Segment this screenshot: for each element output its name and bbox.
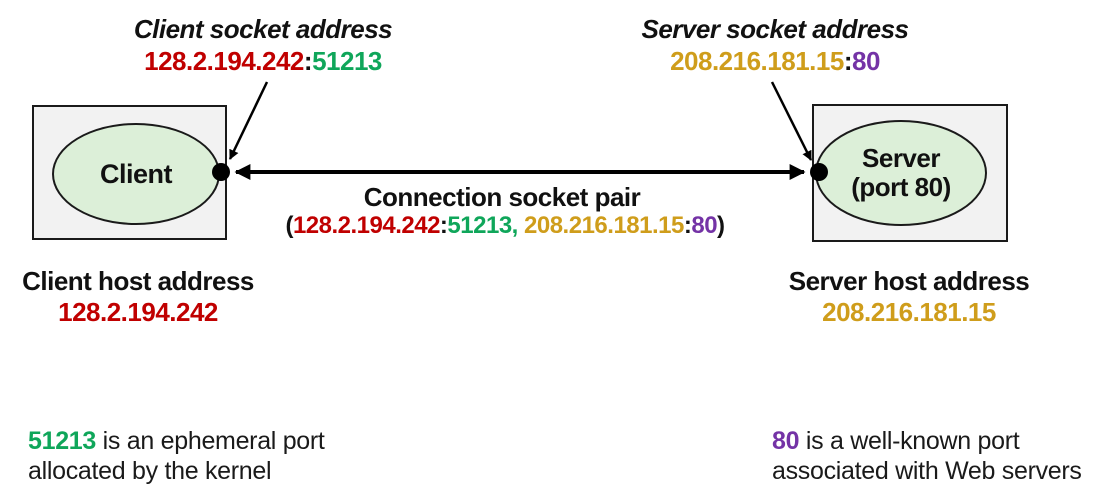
server-port-note: 80 is a well-known port associated with …: [772, 426, 1102, 486]
server-socket-address-label: Server socket address: [641, 14, 909, 44]
server-socket-colon: :: [843, 46, 853, 76]
client-socket-address-value: 128.2.194.242:51213: [103, 46, 423, 77]
client-port-note-line2: allocated by the kernel: [28, 457, 272, 485]
server-socket-address-value: 208.216.181.15:80: [615, 46, 935, 77]
connection-title: Connection socket pair: [363, 182, 641, 212]
pair-client-port: 51213: [447, 212, 512, 239]
client-port-note-rest: is an ephemeral port: [96, 427, 325, 455]
server-host-address-label: Server host address: [788, 266, 1030, 296]
pair-close-paren: ): [717, 212, 725, 239]
pair-open-paren: (: [285, 212, 293, 239]
server-socket-ip: 208.216.181.15: [670, 46, 844, 76]
client-host-address-value: 128.2.194.242: [58, 297, 218, 327]
client-port-note: 51213 is an ephemeral port allocated by …: [28, 426, 368, 486]
pair-colon2: :: [683, 212, 692, 239]
server-port-note-line1: 80 is a well-known port: [772, 426, 1102, 456]
connection-socket-pair: (128.2.194.242:51213, 208.216.181.15:80): [205, 212, 805, 240]
pair-client-ip: 128.2.194.242: [292, 212, 440, 239]
pair-server-port: 80: [691, 212, 718, 239]
pair-server-ip: 208.216.181.15: [524, 212, 684, 239]
client-socket-port: 51213: [312, 46, 382, 76]
client-port-note-port: 51213: [28, 427, 97, 455]
client-process-ellipse: Client: [52, 123, 220, 225]
client-socket-address-label: Client socket address: [133, 14, 393, 44]
client-socket-pointer-arrow: [228, 81, 269, 160]
client-host-address-label: Client host address: [22, 266, 254, 296]
client-socket-colon: :: [303, 46, 313, 76]
server-process-ellipse: Server (port 80): [815, 120, 987, 226]
server-port-note-port: 80: [772, 427, 800, 455]
pair-comma: ,: [511, 212, 525, 239]
pair-colon1: :: [439, 212, 448, 239]
server-socket-port: 80: [851, 46, 880, 76]
server-socket-pointer-arrow: [770, 81, 813, 161]
server-host-address-value: 208.216.181.15: [822, 297, 996, 327]
server-port-note-rest: is a well-known port: [799, 427, 1020, 455]
client-node-label: Client: [99, 158, 173, 189]
server-node-label-line2: (port 80): [851, 172, 951, 202]
client-port-note-line1: 51213 is an ephemeral port: [28, 426, 368, 456]
server-port-note-line2: associated with Web servers: [772, 457, 1082, 485]
server-node-label-line1: Server: [862, 142, 940, 173]
client-socket-ip: 128.2.194.242: [144, 46, 304, 76]
